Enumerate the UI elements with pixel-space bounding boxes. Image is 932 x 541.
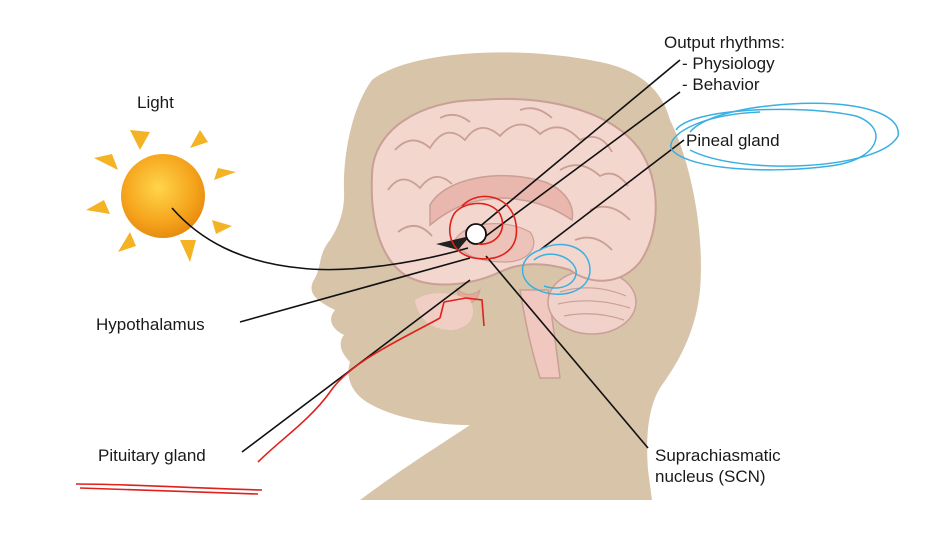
light-label: Light [137, 93, 174, 112]
scn-label-line1: Suprachiasmatic [655, 446, 781, 465]
corpus-callosum [429, 174, 574, 227]
leader-lines [171, 59, 685, 453]
blue-annotations [521, 102, 899, 295]
output-behavior: - Behavior [682, 75, 760, 94]
scn-label-line2: nucleus (SCN) [655, 467, 766, 486]
sun-icon [121, 154, 205, 238]
scn-marker [465, 223, 487, 245]
hypothalamus-label: Hypothalamus [96, 315, 205, 334]
sun-rays [86, 130, 236, 262]
hypothalamus-line [239, 257, 471, 323]
scn-label: Suprachiasmatic nucleus (SCN) [655, 445, 781, 487]
output-rhythms-title: Output rhythms: [664, 33, 785, 52]
behavior-line [485, 91, 681, 237]
physiology-line [477, 59, 681, 229]
pituitary-gland-label: Pituitary gland [98, 446, 206, 465]
red-annotations [75, 195, 518, 495]
output-physiology: - Physiology [682, 54, 775, 73]
brain-folds [387, 107, 631, 251]
nasal-cavity [415, 293, 474, 330]
pineal-line [539, 139, 685, 251]
scn-line [485, 255, 649, 449]
cerebellum-folds [557, 287, 631, 321]
pineal-gland-label: Pineal gland [686, 131, 780, 150]
light-to-scn-line [171, 207, 469, 271]
output-rhythms-label: Output rhythms: - Physiology - Behavior [664, 32, 785, 95]
